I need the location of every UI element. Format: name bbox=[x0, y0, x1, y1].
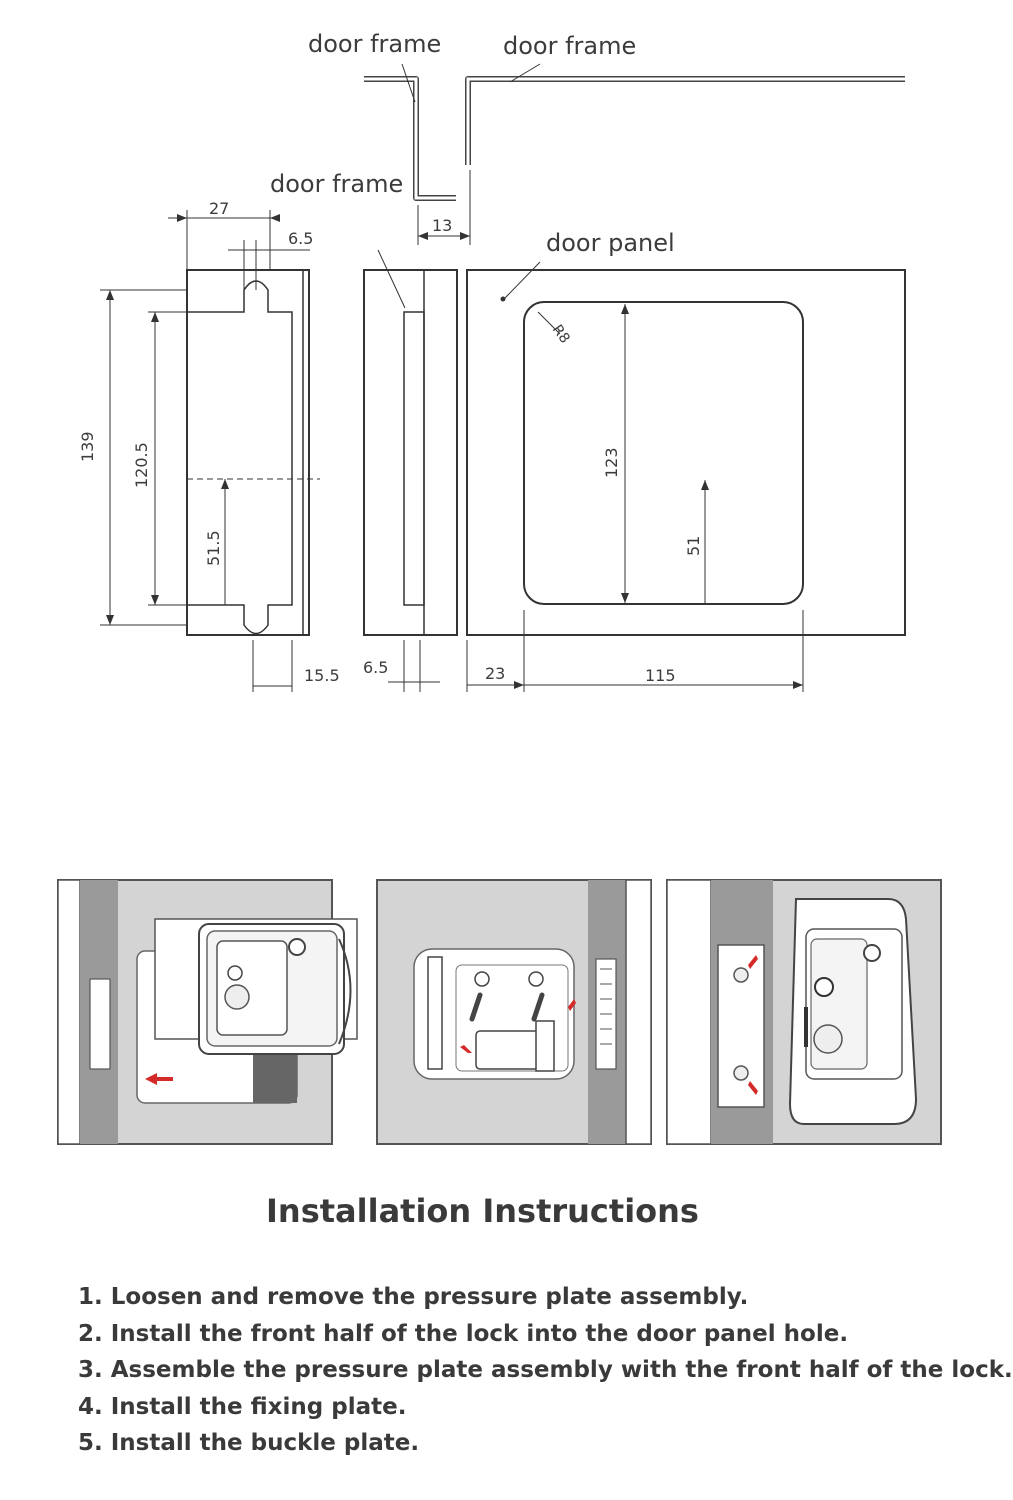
installation-instructions-title: Installation Instructions bbox=[266, 1192, 699, 1230]
red-arrow-icon-4 bbox=[748, 1081, 758, 1095]
dim-51: 51 bbox=[684, 535, 703, 556]
dim-15-5: 15.5 bbox=[304, 666, 340, 685]
install-step-3-illustration bbox=[666, 879, 942, 1145]
technical-drawing bbox=[100, 63, 906, 692]
red-arrow-icon-3 bbox=[748, 955, 758, 969]
label-door-frame-middle: door frame bbox=[270, 170, 404, 198]
dim-6-5-bottom: 6.5 bbox=[363, 658, 389, 677]
dim-139: 139 bbox=[78, 431, 97, 462]
dim-120-5: 120.5 bbox=[132, 442, 151, 488]
installation-steps-list: 1. Loosen and remove the pressure plate … bbox=[78, 1279, 1013, 1462]
step-item: 1. Loosen and remove the pressure plate … bbox=[78, 1284, 749, 1310]
dim-13: 13 bbox=[432, 216, 453, 235]
dim-23: 23 bbox=[485, 664, 506, 683]
dim-27: 27 bbox=[209, 199, 230, 218]
install-step-1-illustration bbox=[57, 879, 358, 1145]
step-item: 4. Install the fixing plate. bbox=[78, 1393, 407, 1420]
lock-body-cutout bbox=[187, 280, 293, 635]
dim-115: 115 bbox=[645, 666, 676, 685]
label-door-frame-top-right: door frame bbox=[503, 32, 637, 60]
door-frame-right-profile-inner bbox=[466, 77, 905, 165]
lock-side-view bbox=[363, 269, 458, 636]
step-item: 2. Install the front half of the lock in… bbox=[78, 1320, 849, 1347]
step-item: 5. Install the buckle plate. bbox=[78, 1430, 420, 1456]
red-arrow-icon bbox=[460, 1045, 472, 1053]
red-arrow-icon-2 bbox=[568, 999, 576, 1011]
label-door-panel: door panel bbox=[546, 229, 675, 257]
step-item: 3. Assemble the pressure plate assembly … bbox=[78, 1357, 1013, 1383]
dim-51-5: 51.5 bbox=[204, 530, 223, 566]
door-panel-outline bbox=[466, 269, 906, 636]
red-arrow-left-icon bbox=[145, 1073, 173, 1085]
install-step-2-illustration bbox=[376, 879, 652, 1145]
door-frame-left-profile-inner bbox=[364, 77, 456, 200]
door-frame-right-profile bbox=[465, 76, 905, 165]
lock-body-outline bbox=[186, 269, 310, 636]
dim-123: 123 bbox=[602, 447, 621, 478]
door-panel-cutout bbox=[523, 301, 804, 605]
dim-6-5-top: 6.5 bbox=[288, 229, 314, 248]
label-door-frame-top-left: door frame bbox=[308, 30, 442, 58]
